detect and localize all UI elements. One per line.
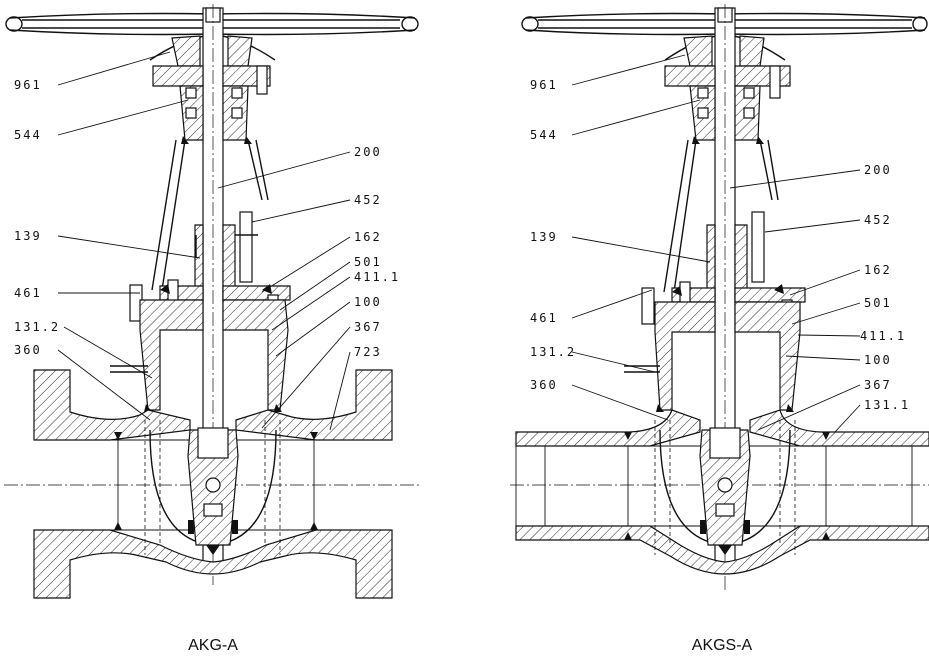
callout-label: 461	[14, 286, 42, 300]
figure-caption-akg-a: AKG-A	[188, 637, 238, 654]
callout-label: 544	[530, 128, 558, 142]
yoke	[663, 65, 791, 293]
body-flanged	[4, 369, 420, 599]
callout-label: 723	[354, 345, 382, 359]
callout-label: 461	[530, 311, 558, 325]
callout-label: 200	[354, 145, 382, 159]
callout-label: 367	[354, 320, 382, 334]
wedge	[187, 427, 239, 555]
callout-label: 200	[864, 163, 892, 177]
bonnet	[110, 299, 289, 412]
callouts-akg-a: 961 544 139 461 131.2 360 200 452 162 50…	[14, 78, 400, 359]
leader-lines	[57, 51, 861, 433]
figure-akg-a	[4, 4, 420, 599]
callout-label: 131.2	[530, 345, 576, 359]
callout-label: 501	[864, 296, 892, 310]
callout-label: 162	[354, 230, 382, 244]
wedge	[699, 427, 751, 555]
figure-caption-akgs-a: AKGS-A	[692, 637, 753, 654]
callout-label: 501	[354, 255, 382, 269]
callout-label: 411.1	[860, 329, 906, 343]
callout-label: 100	[864, 353, 892, 367]
callout-label: 961	[14, 78, 42, 92]
yoke	[151, 65, 271, 291]
callout-label: 162	[864, 263, 892, 277]
callout-label: 367	[864, 378, 892, 392]
callout-label: 131.1	[864, 398, 910, 412]
callout-label: 544	[14, 128, 42, 142]
callout-label: 452	[864, 213, 892, 227]
callout-label: 131.2	[14, 320, 60, 334]
callout-label: 139	[530, 230, 558, 244]
callout-label: 360	[14, 343, 42, 357]
callouts-akgs-a: 961 544 139 461 131.2 360 200 452 162 50…	[530, 78, 910, 412]
callout-label: 360	[530, 378, 558, 392]
callout-label: 411.1	[354, 270, 400, 284]
callout-label: 452	[354, 193, 382, 207]
callout-label: 100	[354, 295, 382, 309]
figure-akgs-a	[510, 4, 929, 590]
callout-label: 961	[530, 78, 558, 92]
bonnet	[624, 301, 801, 412]
callout-label: 139	[14, 229, 42, 243]
